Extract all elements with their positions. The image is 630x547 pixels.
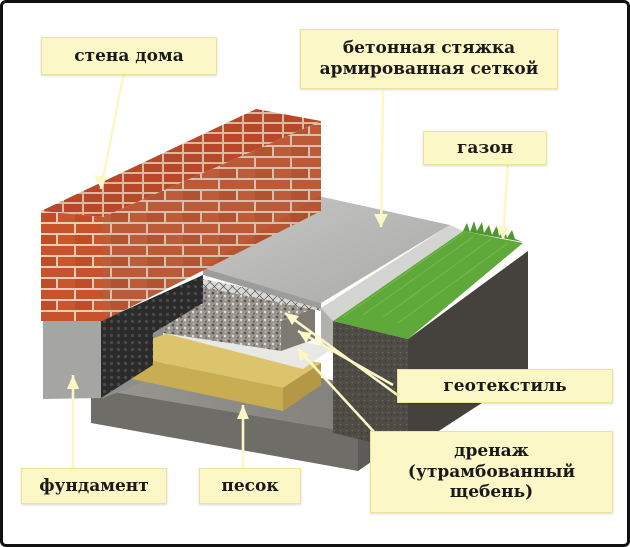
soil-block-front bbox=[333, 321, 408, 451]
geotextile-label-text: геотекстиль bbox=[443, 375, 567, 396]
screed-label-line2: армированная сеткой bbox=[319, 59, 539, 79]
leader-arrowheads bbox=[67, 175, 510, 419]
drainage-label-line2: (утрамбованный bbox=[407, 461, 576, 482]
lawn-grass-edge bbox=[463, 221, 523, 242]
brick-wall-side-shade bbox=[103, 121, 321, 321]
foundation-label: фундамент bbox=[21, 468, 167, 504]
sand-label-text: песок bbox=[221, 475, 279, 496]
concrete-screed-top bbox=[203, 196, 450, 303]
drainage-label-line1: дренаж bbox=[454, 440, 529, 461]
screed-label: бетонная стяжка армированная сеткой bbox=[300, 29, 558, 89]
sand-layer-top bbox=[113, 333, 321, 388]
foundation-front bbox=[43, 319, 103, 399]
brick-wall-front bbox=[41, 211, 103, 321]
gravel-layer-front bbox=[163, 301, 281, 351]
lawn-label: газон bbox=[423, 131, 547, 165]
foundation-label-text: фундамент bbox=[39, 475, 149, 496]
leader-lines bbox=[71, 66, 510, 469]
reinforcement-mesh bbox=[203, 279, 321, 311]
brick-wall-side bbox=[103, 121, 321, 321]
sand-layer-front bbox=[113, 353, 283, 411]
grass-highlights bbox=[342, 232, 509, 324]
wall-label: стена дома bbox=[41, 37, 217, 75]
wall-label-text: стена дома bbox=[74, 45, 184, 66]
drainage-membrane bbox=[101, 275, 203, 398]
curb-stone-top bbox=[321, 225, 463, 321]
sand-layer-side bbox=[283, 363, 321, 411]
screed-label-line1: бетонная стяжка bbox=[342, 38, 516, 59]
lawn-label-text: газон bbox=[456, 137, 514, 158]
ground-base-front bbox=[91, 388, 358, 471]
sand-label: песок bbox=[199, 468, 301, 504]
brick-wall-top bbox=[41, 109, 321, 217]
geotextile-label: геотекстиль bbox=[397, 369, 613, 403]
drainage-label: дренаж (утрамбованный щебень) bbox=[370, 431, 613, 513]
concrete-screed-front bbox=[203, 268, 321, 309]
drainage-label-line3: щебень) bbox=[449, 482, 534, 503]
